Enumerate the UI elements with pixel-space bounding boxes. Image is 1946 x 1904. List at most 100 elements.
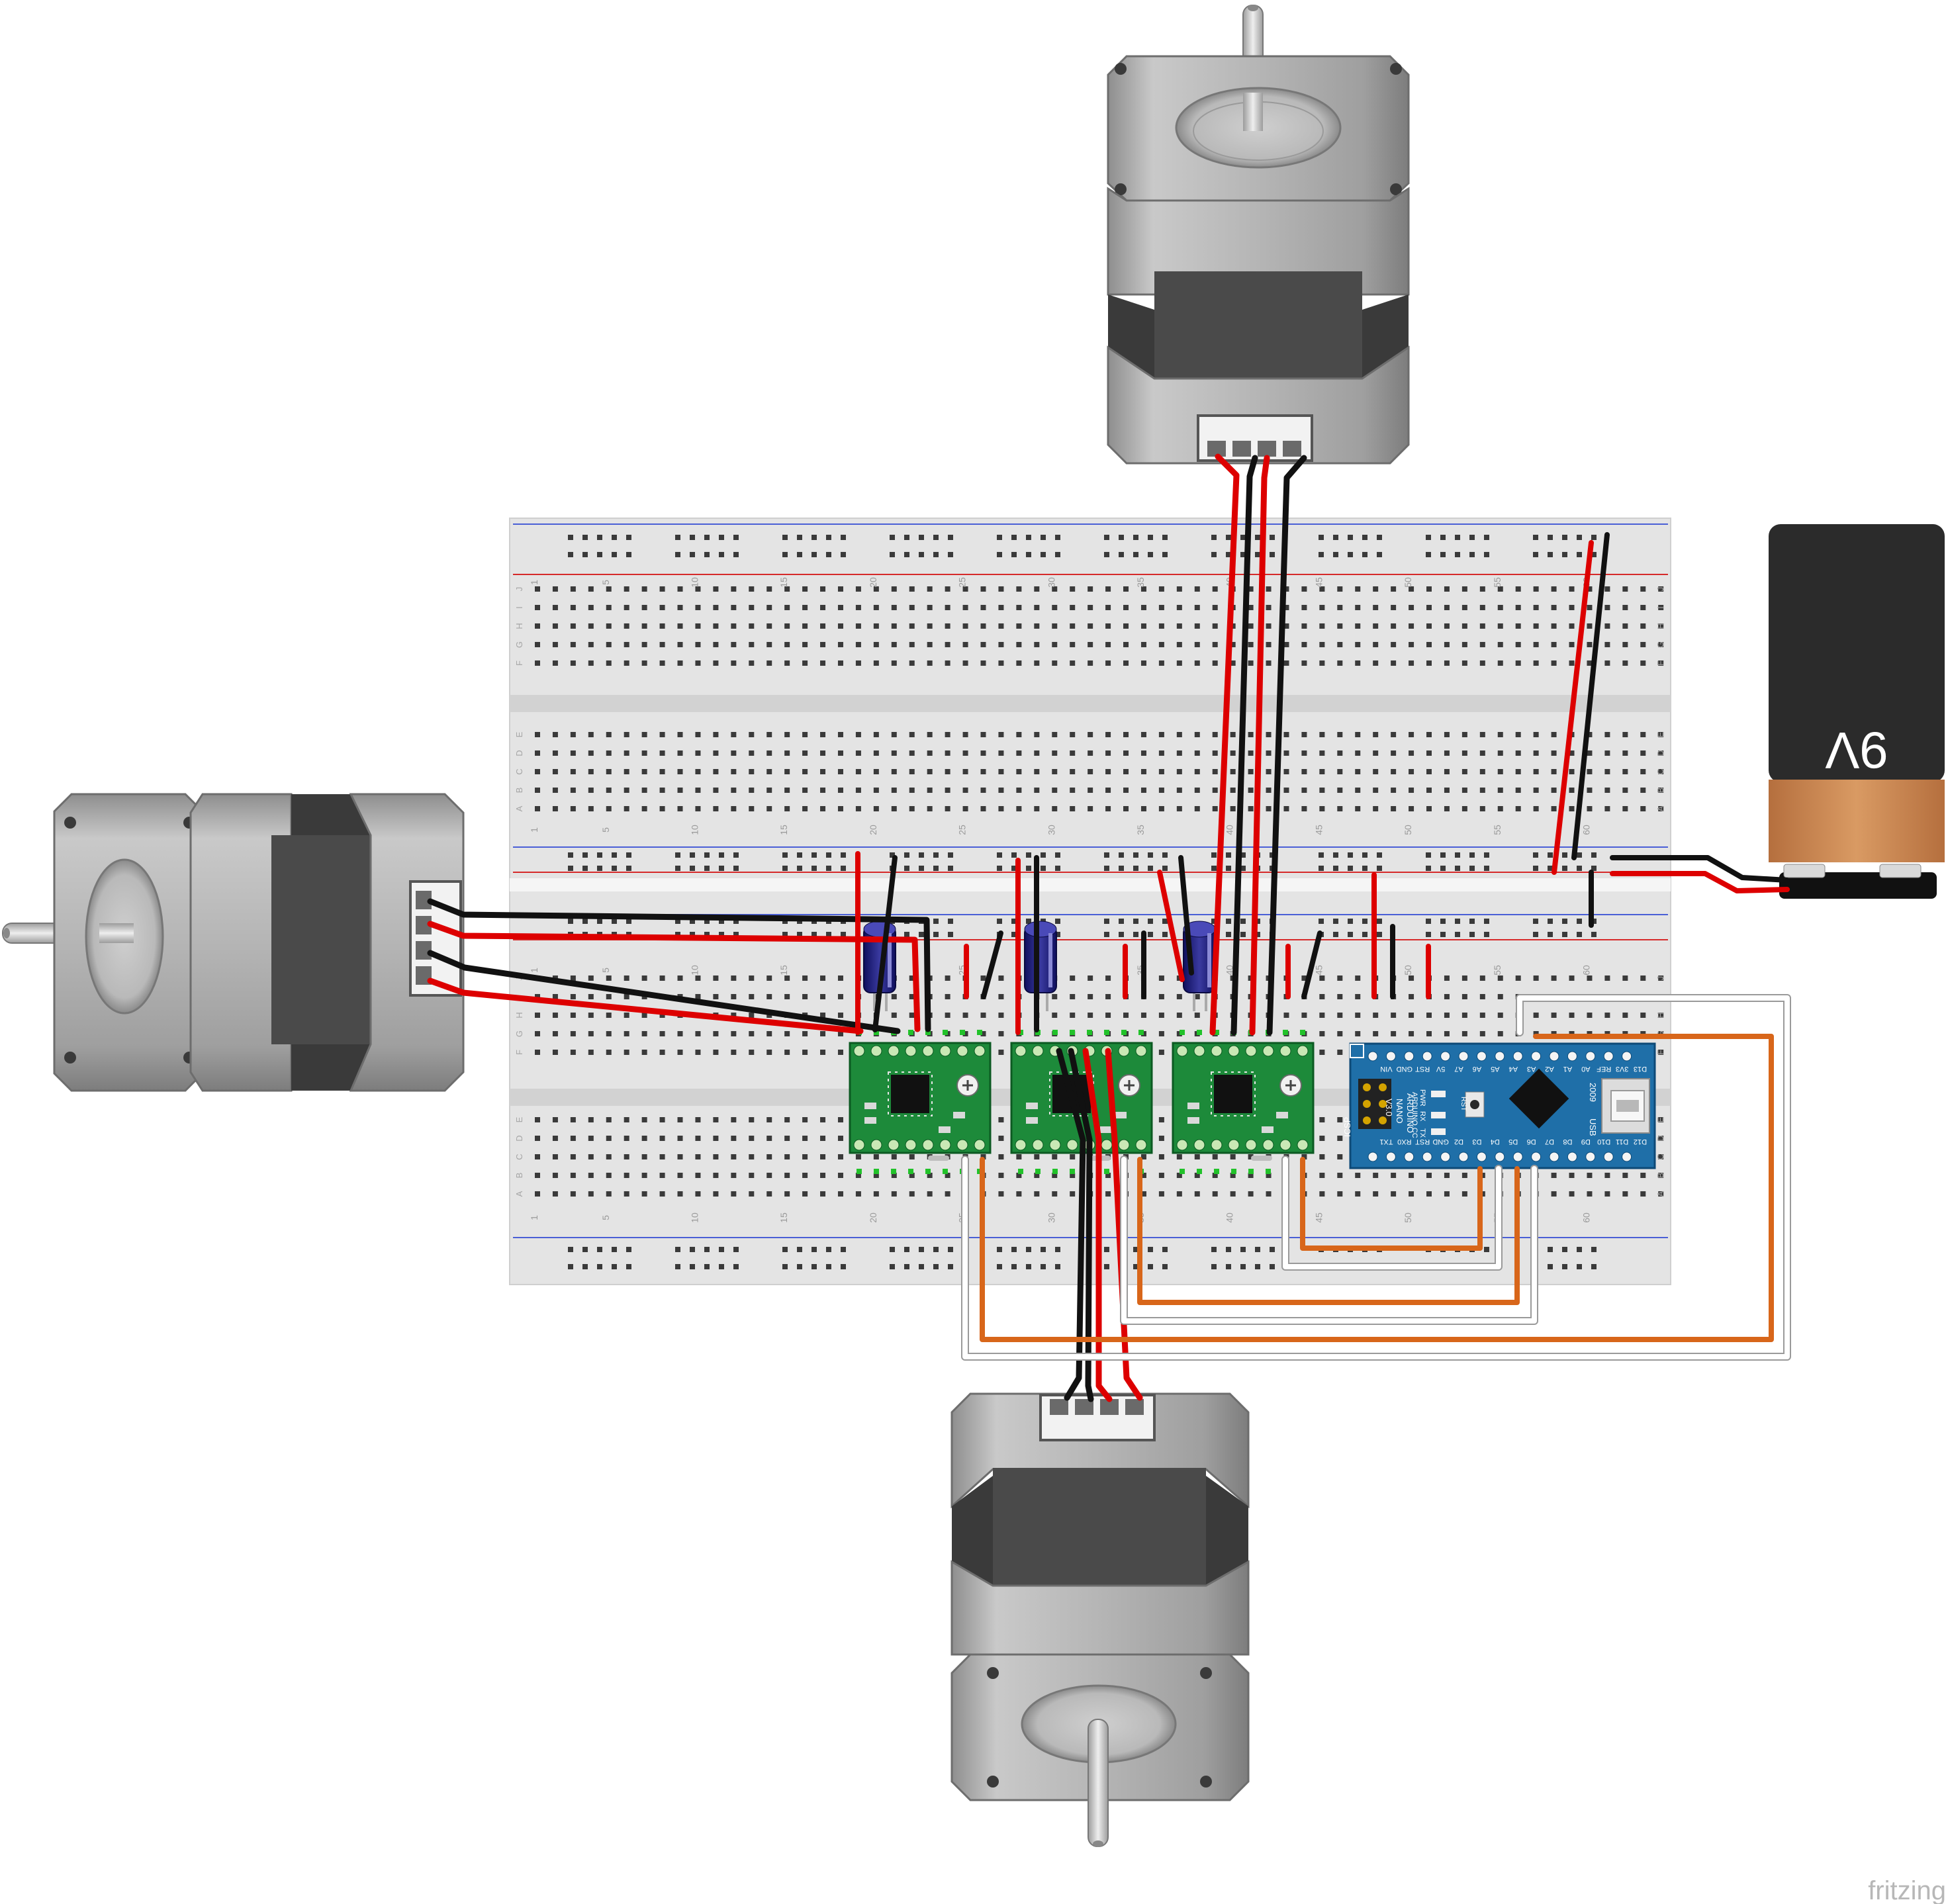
hole: [766, 994, 772, 999]
hole: [1070, 1013, 1076, 1018]
hole: [1426, 769, 1432, 774]
hole: [1319, 750, 1325, 756]
rail-hole: [582, 866, 588, 871]
reset-button-cap: [1470, 1100, 1479, 1109]
hole: [998, 1154, 1004, 1159]
hole: [1373, 1013, 1379, 1018]
hole: [909, 605, 915, 610]
rail-hole: [1362, 866, 1367, 871]
hole: [1140, 769, 1146, 774]
hole: [1622, 732, 1628, 737]
hole: [1230, 769, 1236, 774]
hole: [1551, 788, 1557, 793]
hole: [1658, 586, 1664, 592]
hole: [552, 806, 558, 811]
rail-hole: [1319, 852, 1324, 858]
hole: [980, 586, 986, 592]
hole: [837, 660, 843, 666]
rail-hole: [1484, 1247, 1489, 1252]
hole: [855, 806, 861, 811]
hole: [784, 1031, 790, 1036]
hole: [677, 1117, 683, 1122]
hole: [1248, 806, 1254, 811]
rail-hole: [626, 1247, 631, 1252]
hole: [1158, 1191, 1164, 1197]
hole: [945, 642, 950, 647]
hole: [606, 806, 612, 811]
motor-mid-plate: [950, 1560, 1250, 1656]
hole: [1604, 660, 1610, 666]
hole: [855, 732, 861, 737]
rail-hole: [1162, 866, 1168, 871]
column-number: 10: [689, 965, 700, 975]
hole: [1622, 806, 1628, 811]
rail-hole: [597, 1247, 602, 1252]
hole: [891, 806, 897, 811]
hole: [962, 750, 968, 756]
column-number: 30: [1046, 577, 1056, 588]
hole: [909, 660, 915, 666]
hole: [927, 623, 933, 629]
rail-hole: [782, 866, 788, 871]
nano-pin-label: D7: [1545, 1138, 1554, 1146]
hole: [1123, 642, 1129, 647]
hole: [1123, 806, 1129, 811]
hole: [1105, 769, 1111, 774]
hole: [552, 1173, 558, 1178]
hole: [606, 769, 612, 774]
hole: [749, 732, 755, 737]
hole: [1158, 750, 1164, 756]
stepper-motor-bottom: [950, 1392, 1250, 1847]
row-letter: B: [1655, 1173, 1665, 1179]
hole: [998, 732, 1004, 737]
hole: [1391, 623, 1397, 629]
rail-hole: [1162, 852, 1168, 858]
hole: [1158, 1013, 1164, 1018]
hole: [677, 642, 683, 647]
hole: [980, 975, 986, 981]
hole: [766, 623, 772, 629]
hole: [1622, 788, 1628, 793]
usb-tongue: [1616, 1100, 1639, 1112]
hole: [1123, 586, 1129, 592]
hole: [731, 1173, 737, 1178]
hole: [535, 623, 540, 629]
hole: [1319, 788, 1325, 793]
hole: [1052, 994, 1058, 999]
driver-chip: [1214, 1075, 1252, 1113]
row-letter: I: [514, 606, 524, 609]
rail-hole: [1577, 1247, 1582, 1252]
hole: [962, 732, 968, 737]
hole: [1604, 623, 1610, 629]
hole: [1355, 660, 1361, 666]
nano-pin-label: A3: [1527, 1065, 1536, 1073]
hole: [1230, 806, 1236, 811]
rail-hole: [1133, 919, 1138, 924]
rail-hole: [1255, 932, 1260, 937]
hole: [1409, 605, 1414, 610]
hole: [1212, 623, 1218, 629]
rail-hole: [1104, 919, 1109, 924]
hole: [552, 788, 558, 793]
hole: [695, 642, 701, 647]
pin-highlight: [943, 1169, 948, 1174]
row-letter: C: [514, 768, 524, 774]
rail-hole: [1055, 866, 1060, 871]
hole: [588, 1136, 594, 1141]
rail-hole: [1562, 932, 1567, 937]
rail-hole: [1148, 919, 1153, 924]
hole: [552, 623, 558, 629]
hole: [1016, 605, 1022, 610]
hole: [641, 1117, 647, 1122]
hole: [588, 1191, 594, 1197]
hole: [1194, 623, 1200, 629]
hole: [1052, 732, 1058, 737]
hole: [1479, 1013, 1485, 1018]
hole: [1533, 975, 1539, 981]
hole: [588, 1050, 594, 1055]
hole: [552, 994, 558, 999]
hole: [1479, 660, 1485, 666]
hole: [1604, 788, 1610, 793]
motor-core: [993, 1468, 1206, 1586]
hole: [1088, 732, 1093, 737]
